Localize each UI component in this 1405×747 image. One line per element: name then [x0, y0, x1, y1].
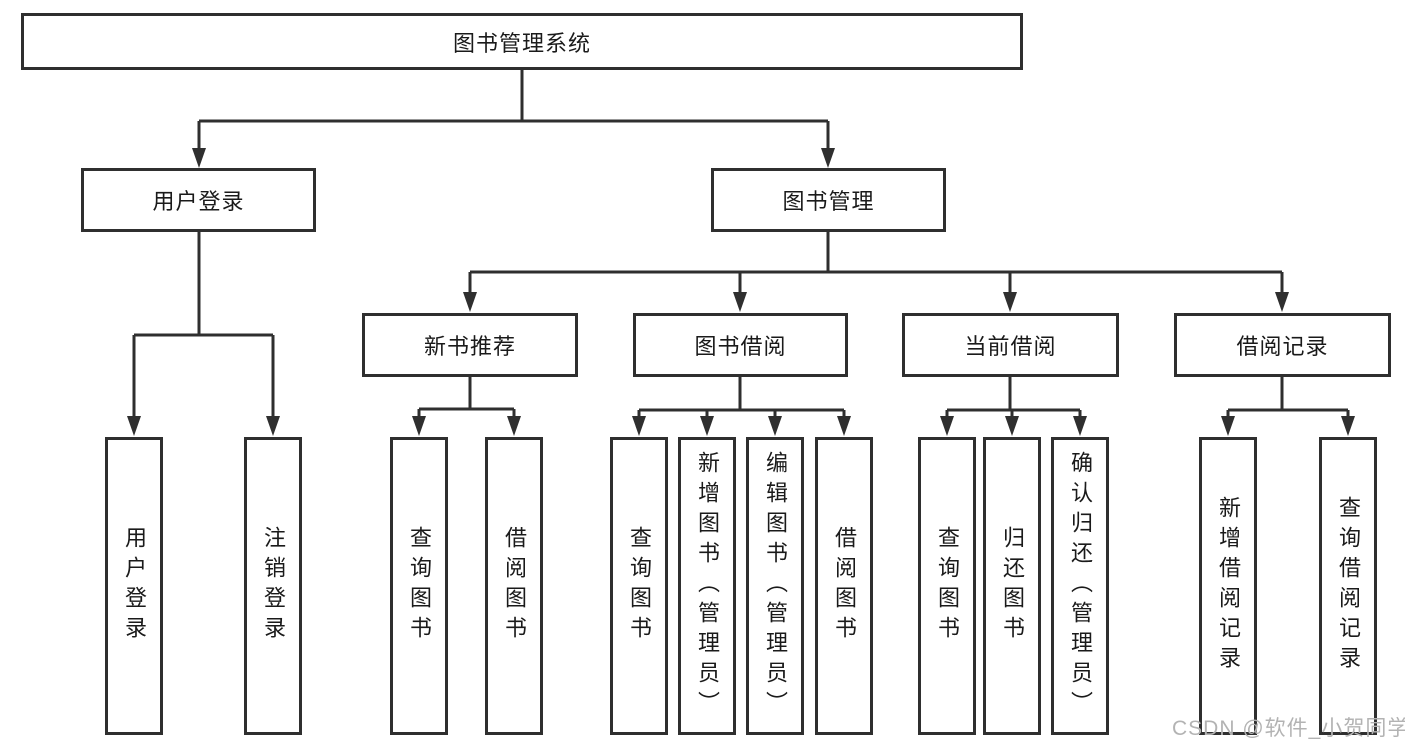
connector-borrow-record-children — [1221, 377, 1355, 436]
node-leaf-query-book-3-label: 查询图书 — [935, 526, 960, 646]
connector-current-borrow-children — [940, 377, 1087, 436]
connector-root-to-level2 — [192, 68, 835, 168]
node-book-borrow-label: 图书借阅 — [694, 334, 787, 359]
node-leaf-confirm-return: 确认归还（管理员） — [1051, 437, 1109, 735]
connector-book-borrow-children — [632, 377, 851, 436]
node-leaf-query-book-2: 查询图书 — [610, 437, 668, 735]
node-leaf-borrow-book-2: 借阅图书 — [815, 437, 873, 735]
node-user-login-label: 用户登录 — [152, 189, 245, 214]
node-leaf-edit-book-label: 编辑图书（管理员） — [763, 451, 788, 721]
node-leaf-logout: 注销登录 — [244, 437, 302, 735]
node-leaf-query-borrow-record: 查询借阅记录 — [1319, 437, 1377, 735]
connector-new-book-recommend-children — [412, 377, 521, 436]
node-leaf-borrow-book-2-label: 借阅图书 — [832, 526, 857, 646]
node-book-management: 图书管理 — [711, 168, 946, 232]
node-leaf-edit-book: 编辑图书（管理员） — [746, 437, 804, 735]
node-leaf-add-book-label: 新增图书（管理员） — [695, 451, 720, 721]
node-leaf-query-book-3: 查询图书 — [918, 437, 976, 735]
node-new-book-recommend-label: 新书推荐 — [423, 334, 516, 359]
node-leaf-add-borrow-record-label: 新增借阅记录 — [1216, 496, 1241, 676]
node-user-login: 用户登录 — [81, 168, 316, 232]
node-leaf-logout-label: 注销登录 — [261, 526, 286, 646]
node-current-borrow: 当前借阅 — [902, 313, 1119, 377]
node-book-borrow: 图书借阅 — [633, 313, 848, 377]
node-leaf-add-borrow-record: 新增借阅记录 — [1199, 437, 1257, 735]
node-leaf-return-book: 归还图书 — [983, 437, 1041, 735]
node-borrow-record: 借阅记录 — [1174, 313, 1391, 377]
node-leaf-query-book-2-label: 查询图书 — [627, 526, 652, 646]
watermark-text: CSDN @软件_小贺同学 — [1172, 717, 1405, 740]
connector-user-login-children — [127, 232, 280, 436]
node-root: 图书管理系统 — [21, 13, 1023, 70]
node-current-borrow-label: 当前借阅 — [964, 334, 1057, 359]
node-leaf-return-book-label: 归还图书 — [1000, 526, 1025, 646]
node-leaf-borrow-book-1: 借阅图书 — [485, 437, 543, 735]
node-leaf-user-login-label: 用户登录 — [122, 526, 147, 646]
node-leaf-query-book-1-label: 查询图书 — [407, 526, 432, 646]
node-borrow-record-label: 借阅记录 — [1236, 334, 1329, 359]
node-leaf-query-book-1: 查询图书 — [390, 437, 448, 735]
node-leaf-user-login: 用户登录 — [105, 437, 163, 735]
node-leaf-borrow-book-1-label: 借阅图书 — [502, 526, 527, 646]
node-leaf-confirm-return-label: 确认归还（管理员） — [1068, 451, 1093, 721]
node-book-management-label: 图书管理 — [782, 189, 875, 214]
node-root-label: 图书管理系统 — [452, 30, 591, 56]
node-leaf-add-book: 新增图书（管理员） — [678, 437, 736, 735]
node-leaf-query-borrow-record-label: 查询借阅记录 — [1336, 496, 1361, 676]
node-new-book-recommend: 新书推荐 — [362, 313, 578, 377]
connector-book-management-children — [463, 232, 1289, 312]
